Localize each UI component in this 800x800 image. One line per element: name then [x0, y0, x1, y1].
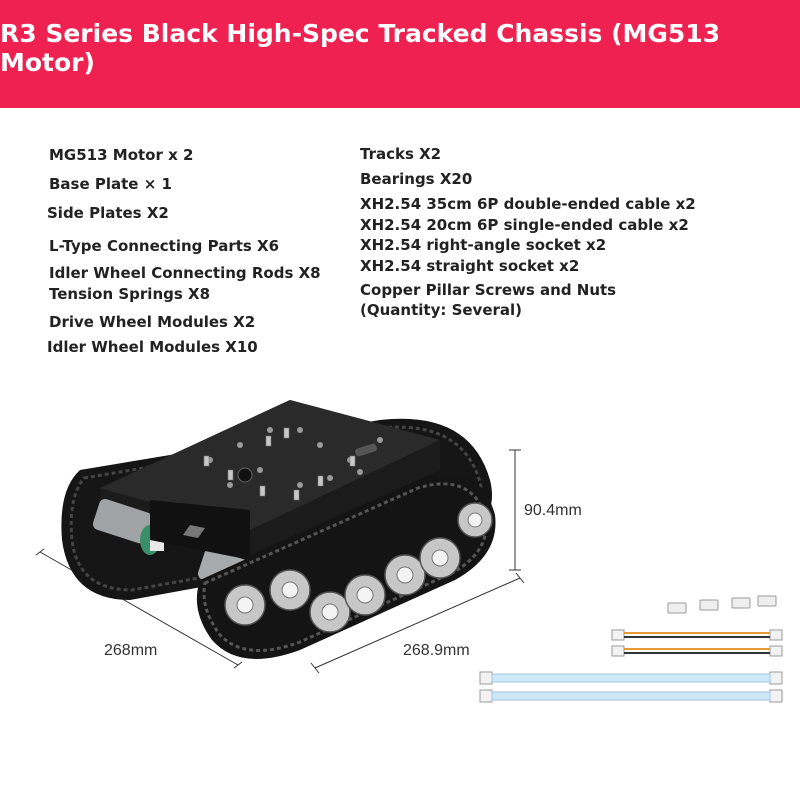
length-dimension-label: 268mm [104, 642, 158, 659]
part-item: Bearings X20 [360, 170, 473, 188]
title-banner: R3 Series Black High-Spec Tracked Chassi… [0, 0, 800, 108]
part-item: Idler Wheel Connecting Rods X8 [49, 264, 321, 282]
part-item: XH2.54 right-angle socket x2 [360, 236, 607, 254]
height-dimension-label: 90.4mm [524, 502, 582, 519]
part-item: MG513 Motor x 2 [49, 146, 194, 164]
part-item: Copper Pillar Screws and Nuts [360, 281, 617, 299]
part-item: Idler Wheel Modules X10 [47, 338, 258, 356]
short-cables [611, 629, 783, 657]
part-item: XH2.54 straight socket x2 [360, 257, 580, 275]
idler-wheels [224, 502, 493, 633]
sockets [667, 595, 777, 614]
side-plate [150, 500, 250, 560]
page-title: R3 Series Black High-Spec Tracked Chassi… [0, 19, 721, 77]
part-item: XH2.54 20cm 6P single-ended cable x2 [360, 216, 689, 234]
long-cables [479, 671, 783, 703]
part-item: Tracks X2 [360, 145, 442, 163]
part-item: Tension Springs X8 [49, 285, 211, 303]
part-item: (Quantity: Several) [360, 301, 523, 319]
part-item: Drive Wheel Modules X2 [49, 313, 256, 331]
part-item: Side Plates X2 [47, 204, 169, 222]
width-dimension-label: 268.9mm [403, 642, 470, 659]
part-item: XH2.54 35cm 6P double-ended cable x2 [360, 195, 696, 213]
part-item: L-Type Connecting Parts X6 [49, 237, 280, 255]
part-item: Base Plate × 1 [49, 175, 172, 193]
